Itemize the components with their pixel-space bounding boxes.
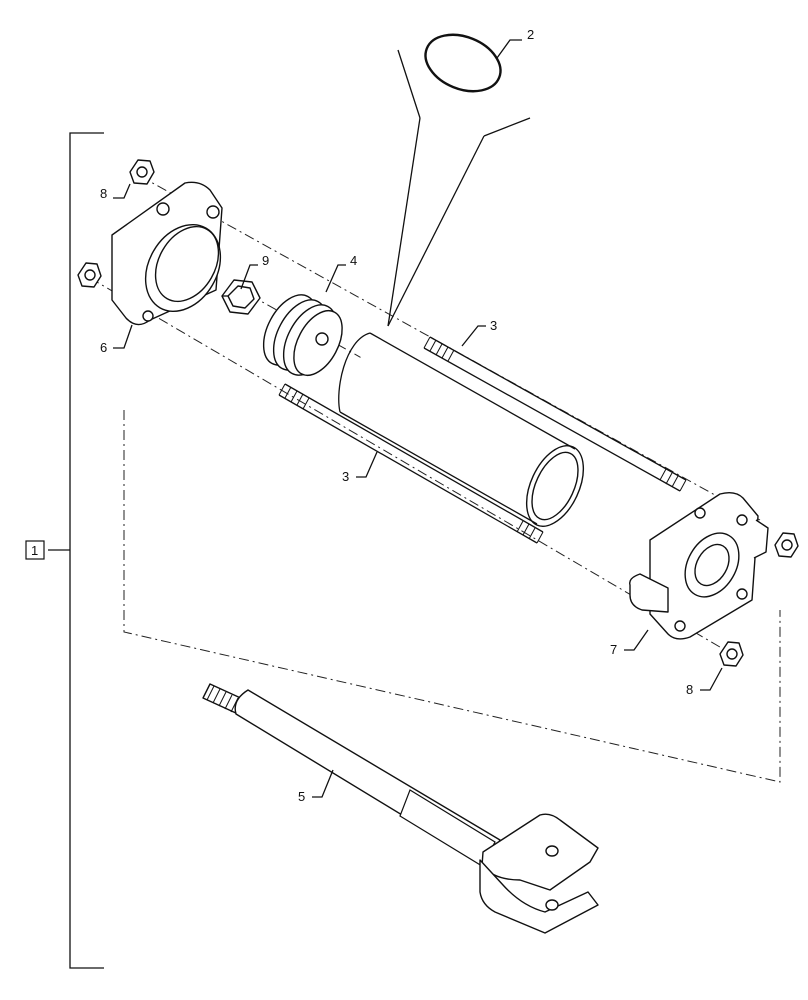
callout-6: 6 <box>100 340 107 355</box>
rod-end-cap <box>111 181 223 326</box>
callout-9: 9 <box>262 253 269 268</box>
callout-5: 5 <box>298 789 305 804</box>
tie-rod-nut-right-upper <box>774 532 799 558</box>
callout-4: 4 <box>350 253 357 268</box>
callout-8-lower: 8 <box>686 682 693 697</box>
piston <box>262 294 343 376</box>
callout-leaders <box>113 39 723 798</box>
callout-3-lower: 3 <box>342 469 349 484</box>
callout-3-upper: 3 <box>490 318 497 333</box>
piston-rod <box>202 683 599 934</box>
callout-8-upper: 8 <box>100 186 107 201</box>
piston-nut <box>221 279 261 315</box>
tie-rod-nut-upper-left <box>129 159 155 185</box>
base-end-cap <box>629 491 769 640</box>
callout-2: 2 <box>527 27 534 42</box>
callout-1: 1 <box>31 543 38 558</box>
assembly-bracket <box>48 132 104 969</box>
callout-labels: 2 8 9 4 6 3 3 1 7 8 5 <box>25 27 693 804</box>
tie-rod-nut-right-lower <box>719 641 744 667</box>
tie-rod-lower <box>278 383 544 544</box>
tie-rod-nut-lower-left <box>77 262 102 288</box>
callout-7: 7 <box>610 642 617 657</box>
o-ring <box>424 33 502 93</box>
tie-rod-upper <box>423 336 687 492</box>
cylinder-barrel <box>338 332 585 527</box>
seal-leader-lines <box>387 49 531 327</box>
callout-1-box <box>25 540 45 560</box>
